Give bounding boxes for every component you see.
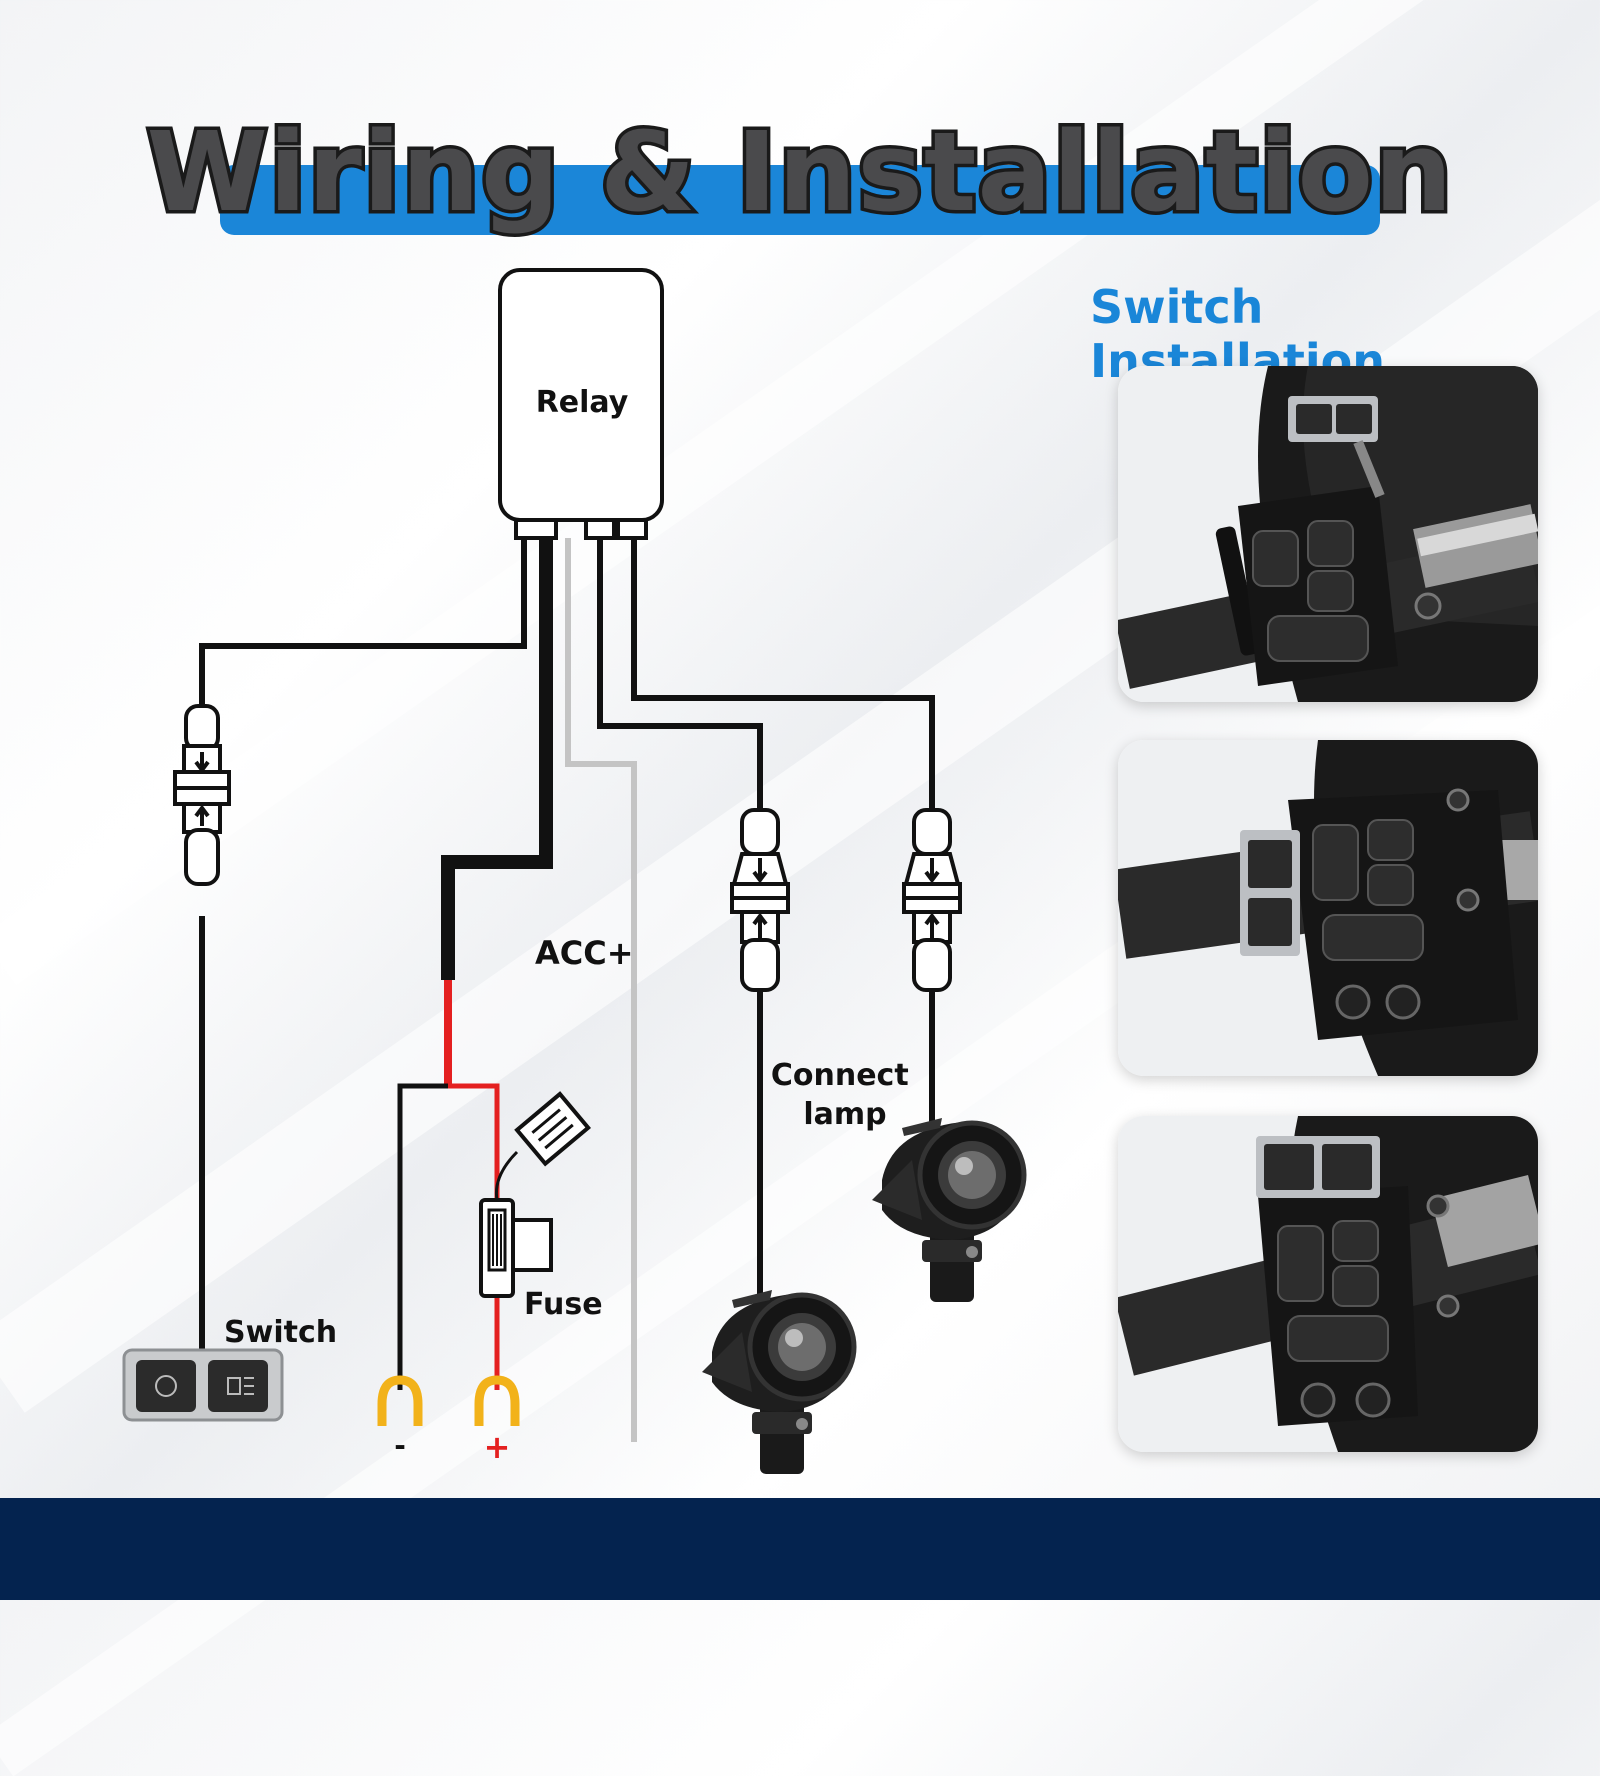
ground-wire [397,1083,448,1390]
title-band [220,165,1380,235]
switch-module [122,1348,284,1422]
installation-photo-1 [1118,366,1538,702]
fuse-holder [479,1091,591,1298]
switch-wire [199,538,527,706]
relay-box [498,268,664,522]
acc-wire [565,538,637,1442]
acc-label: ACC+ [535,934,634,972]
relay-label: Relay [536,385,629,420]
wiring-diagram: Relay Switch Fuse - + ACC+ [122,268,1100,1500]
lamp-wire-2 [631,538,935,810]
positive-terminal-label: + [484,1428,511,1466]
switch-label: Switch [224,1315,337,1350]
installation-photo-3 [1118,1116,1538,1452]
connect-lamp-label: Connect lamp [771,1058,919,1132]
positive-terminal [474,1375,520,1426]
spot-lamp-2 [872,1118,1024,1302]
switch-connector [173,704,231,886]
lamp-connector-2 [902,808,962,992]
lamp-connector-1 [730,808,790,992]
installation-photo-2 [1118,740,1538,1076]
spot-lamp-1 [702,1290,854,1474]
power-wire-black [441,538,553,980]
page-title: Wiring & Installation [143,105,1456,240]
footer-band [0,1498,1600,1600]
negative-terminal-label: - [394,1429,406,1462]
lamp-wire-1 [597,538,763,810]
negative-terminal [377,1375,423,1426]
fuse-label: Fuse [524,1287,603,1322]
